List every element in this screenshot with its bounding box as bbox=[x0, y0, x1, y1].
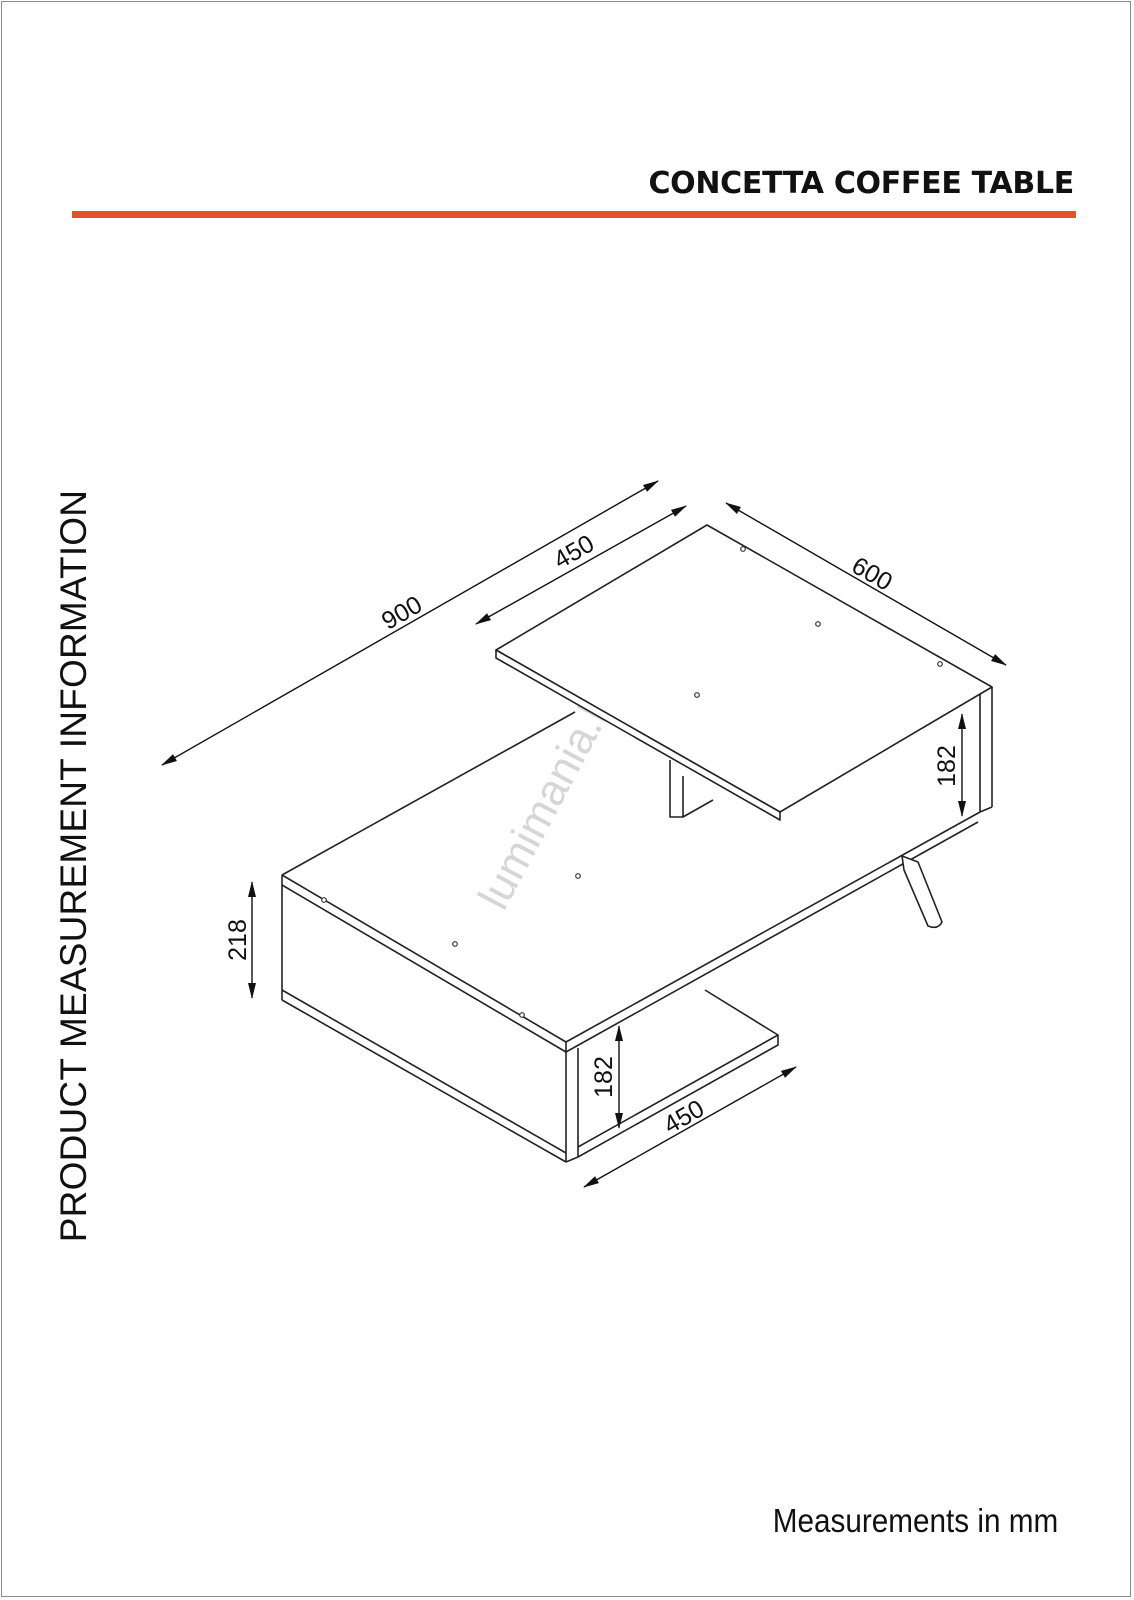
dim-label-450-bottom: 450 bbox=[659, 1095, 709, 1140]
dim-label-900: 900 bbox=[377, 591, 427, 636]
dim-label-182-lower: 182 bbox=[590, 1056, 618, 1098]
dim-label-182-upper: 182 bbox=[933, 745, 961, 787]
title-rule bbox=[72, 211, 1076, 218]
dim-label-218: 218 bbox=[224, 919, 252, 961]
page-title: CONCETTA COFFEE TABLE bbox=[648, 166, 1074, 201]
dimension-lines bbox=[161, 480, 1007, 1188]
measurement-note: Measurements in mm bbox=[772, 1502, 1058, 1539]
dim-label-600: 600 bbox=[847, 552, 897, 597]
dim-line-600 bbox=[725, 502, 1007, 666]
dim-label-450-top: 450 bbox=[549, 530, 599, 575]
dim-line-450-bottom bbox=[583, 1066, 797, 1188]
dim-line-450-top bbox=[475, 505, 687, 625]
